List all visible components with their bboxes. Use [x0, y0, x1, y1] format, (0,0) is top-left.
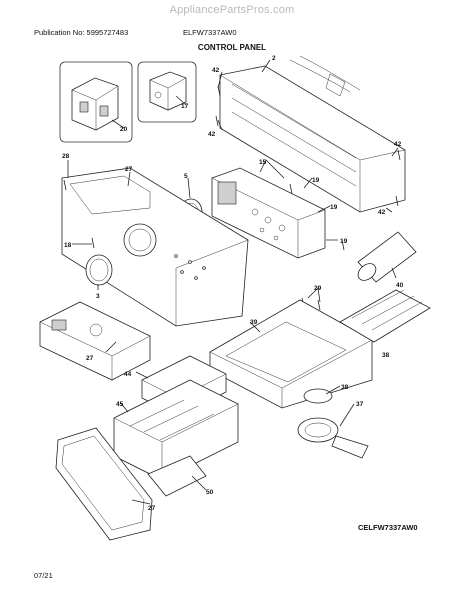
callout-5: 5 [184, 173, 188, 180]
callout-42: 42 [378, 209, 386, 216]
watermark: AppliancePartsPros.com [169, 4, 295, 16]
callout-40: 40 [396, 282, 404, 289]
part-50-drawer-insert[interactable] [147, 455, 207, 497]
callout-27: 27 [86, 355, 94, 362]
part-38-valve-assembly[interactable] [303, 289, 431, 404]
part-19-control-board[interactable] [211, 167, 326, 259]
callout-50: 50 [206, 489, 214, 496]
callout-42: 42 [212, 67, 220, 74]
callout-39: 39 [250, 319, 258, 326]
callout-44: 44 [124, 371, 132, 378]
callout-17: 17 [181, 103, 189, 110]
callout-19: 19 [330, 204, 338, 211]
callout-19: 19 [312, 177, 320, 184]
callout-19: 19 [340, 238, 348, 245]
publication-number: Publication No: 5995727483 [34, 28, 129, 37]
revision-date: 07/21 [34, 571, 53, 580]
section-title: CONTROL PANEL [197, 43, 267, 52]
model-number: ELFW7337AW0 [183, 28, 237, 37]
part-27-control-panel[interactable] [61, 167, 249, 327]
inset-part-20[interactable] [59, 61, 133, 143]
part-3-ring[interactable] [85, 254, 113, 286]
leader-lines [67, 59, 399, 505]
part-27-sub-assembly[interactable] [39, 301, 151, 381]
callout-27: 27 [125, 166, 133, 173]
callout-45: 45 [116, 401, 124, 408]
part-40-tube[interactable] [355, 231, 417, 284]
diagram-code: CELFW7337AW0 [358, 523, 418, 532]
callout-15: 15 [259, 159, 267, 166]
callout-38: 38 [382, 352, 390, 359]
callout-27: 27 [148, 505, 156, 512]
callout-18: 18 [64, 242, 72, 249]
inset-part-17[interactable] [137, 61, 197, 123]
callout-42: 42 [208, 131, 216, 138]
callout-2: 2 [272, 55, 276, 62]
part-27-drawer-front[interactable] [55, 427, 153, 541]
callout-42: 42 [394, 141, 402, 148]
callout-38: 38 [341, 384, 349, 391]
callout-3: 3 [96, 293, 100, 300]
callout-37: 37 [356, 401, 364, 408]
callout-28: 28 [62, 153, 70, 160]
part-37-hose[interactable] [297, 417, 369, 459]
callout-20: 20 [120, 126, 128, 133]
part-2-top-panel[interactable] [219, 55, 406, 213]
callout-29: 29 [314, 285, 322, 292]
